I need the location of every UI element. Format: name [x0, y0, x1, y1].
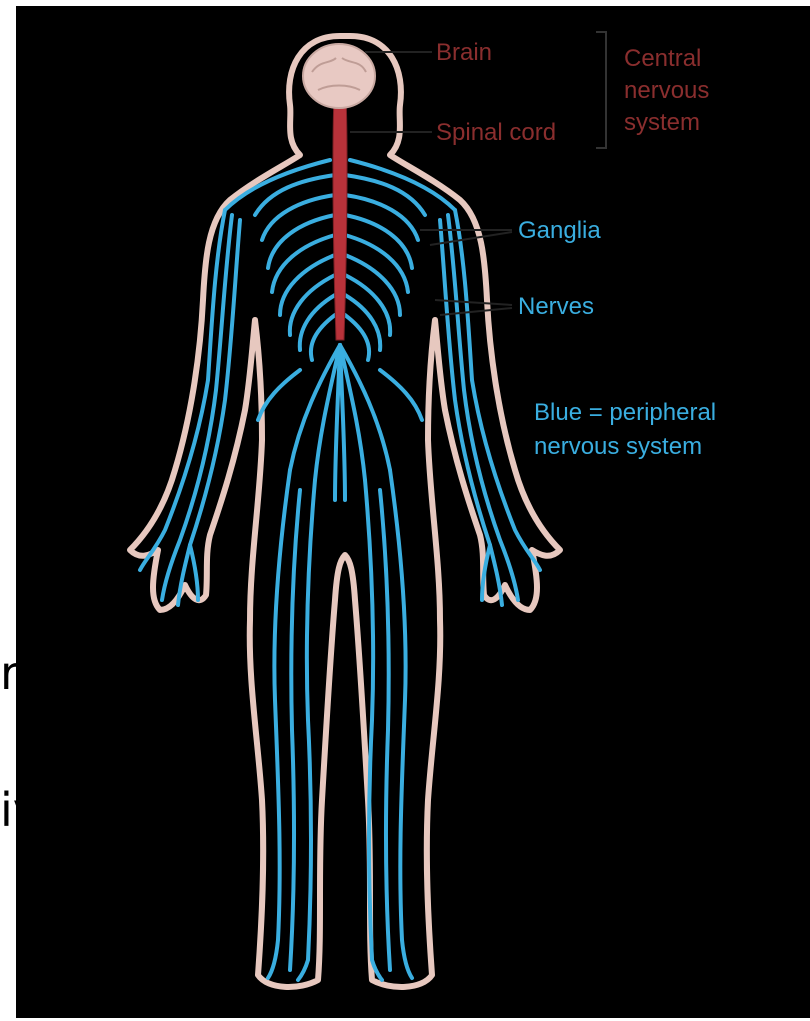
label-spinal-cord: Spinal cord: [436, 119, 556, 146]
brain: [303, 44, 375, 108]
label-cns-line3: system: [624, 109, 700, 136]
label-nerves: Nerves: [518, 293, 594, 320]
label-ganglia: Ganglia: [518, 217, 601, 244]
spinal-cord: [333, 96, 347, 340]
label-cns-line1: Central: [624, 45, 701, 72]
label-cns-line2: nervous: [624, 77, 709, 104]
legend-line1: Blue = peripheral: [534, 399, 716, 426]
label-brain: Brain: [436, 39, 492, 66]
legend-line2: nervous system: [534, 433, 702, 460]
cns-bracket: [596, 32, 606, 148]
